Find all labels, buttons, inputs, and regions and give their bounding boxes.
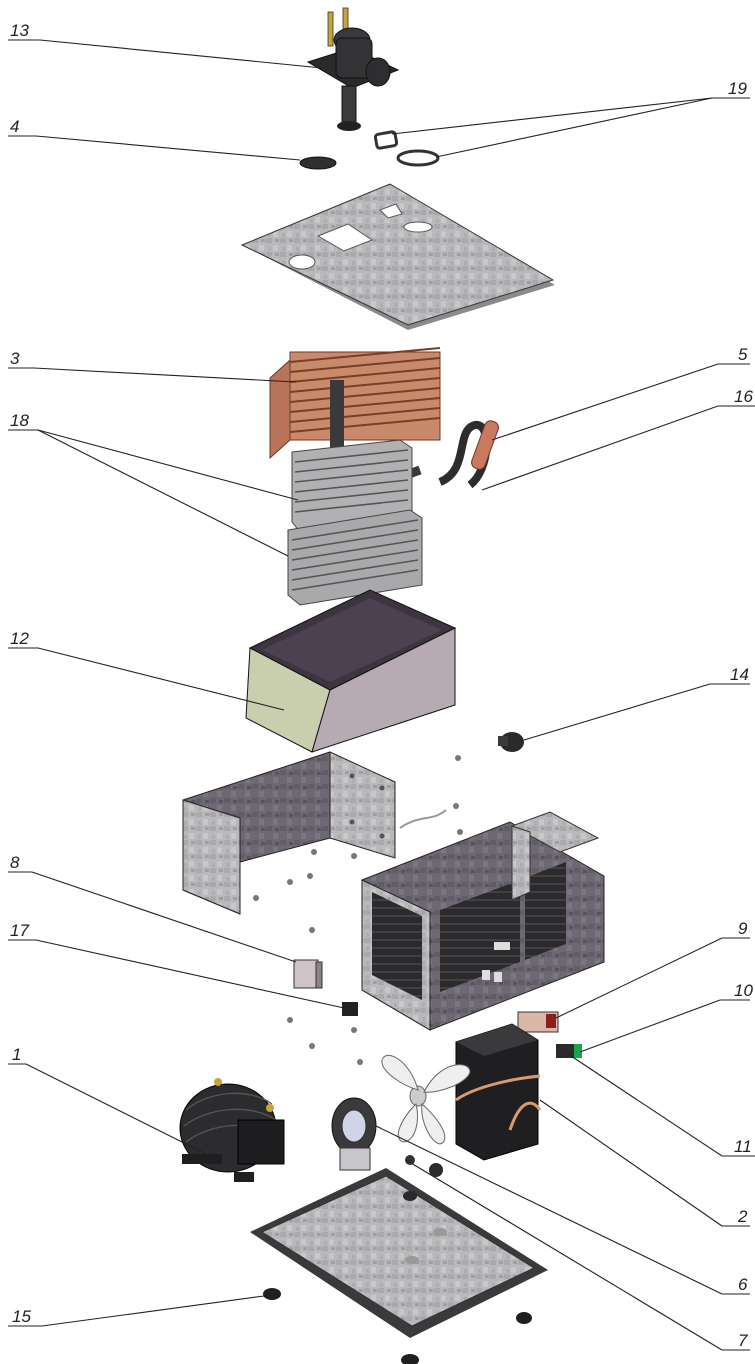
right-housing-panel [361,811,605,1031]
callout-9: 9 [738,919,748,938]
drain-fitting [498,732,524,752]
filter-dryer [438,420,499,489]
indicator-lamp [517,1011,559,1033]
callout-12: 12 [10,629,29,648]
switch [342,1002,358,1016]
callout-16: 16 [734,387,753,406]
top-cover-plate [240,183,555,330]
callout-15: 15 [12,1307,31,1326]
callout-1: 1 [12,1045,21,1064]
pump-assembly [306,7,400,131]
callout-2: 2 [737,1207,748,1226]
callout-4: 4 [10,117,19,136]
bracket [293,959,323,989]
callout-3: 3 [10,349,20,368]
callout-19: 19 [728,79,747,98]
callout-18: 18 [10,411,29,430]
callout-14: 14 [730,665,749,684]
callout-labels: 13 19 4 3 5 16 18 12 14 8 9 17 10 1 11 2… [10,21,753,1350]
gasket-ring [299,156,337,170]
coil-upper [291,439,413,533]
compressor [179,1078,285,1182]
rubber-feet [263,1288,532,1364]
base-plate [250,1168,548,1338]
fan-motor [331,1097,443,1177]
condenser [455,1023,542,1161]
callout-13: 13 [10,21,29,40]
callout-8: 8 [10,853,20,872]
callout-7: 7 [738,1331,748,1350]
callout-5: 5 [738,345,748,364]
callout-6: 6 [738,1275,748,1294]
water-tank [245,589,457,753]
seal-parts [373,130,440,167]
coil-lower [287,509,423,606]
led-holder [556,1044,582,1058]
left-housing-panel [182,751,447,915]
leader-lines [8,39,755,1351]
callout-17: 17 [10,921,29,940]
callout-11: 11 [734,1137,752,1156]
callout-10: 10 [734,981,753,1000]
fan-blade [381,1054,471,1145]
